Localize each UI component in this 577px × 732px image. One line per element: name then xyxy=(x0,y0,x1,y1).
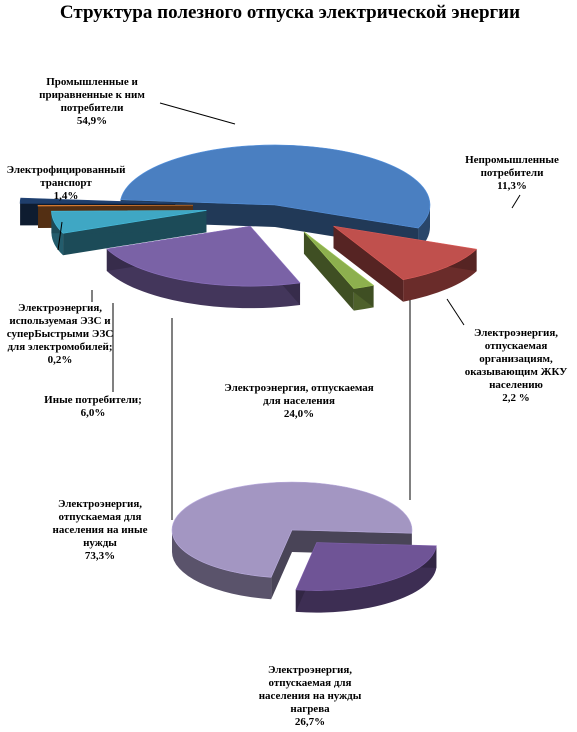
label-housing-text: Электроэнергия, отпускаемая организациям… xyxy=(464,327,568,391)
label-population-text: Электроэнергия, отпускаемая для населени… xyxy=(224,382,374,407)
leader-housing xyxy=(446,298,465,326)
top-pie-slice-0-wall xyxy=(418,205,430,251)
top-pie-slice-3 xyxy=(106,225,301,287)
top-pie-slice-4 xyxy=(51,210,207,234)
label-nonindustrial: Непромышленные потребители 11,3% xyxy=(462,154,562,193)
label-transport: Электрофицированный транспорт 1,4% xyxy=(2,164,130,203)
top-pie-slice-5 xyxy=(37,204,194,207)
label-ev-charging-value: 0,2% xyxy=(47,354,73,366)
top-pie-slice-6 xyxy=(19,197,176,204)
label-transport-text: Электрофицированный транспорт xyxy=(6,164,126,189)
top-pie-slice-1 xyxy=(333,225,478,281)
label-heating-value: 26,7% xyxy=(294,716,326,728)
label-population-value: 24,0% xyxy=(283,408,315,420)
label-transport-value: 1,4% xyxy=(53,190,79,202)
leader-industrial xyxy=(159,102,236,125)
label-heating-text: Электроэнергия, отпускаемая для населени… xyxy=(258,664,362,715)
label-industrial-text: Промышленные и приравненные к ним потреб… xyxy=(39,76,145,114)
label-other-needs-text: Электроэнергия, отпускаемая для населени… xyxy=(52,498,148,549)
top-pie-group xyxy=(19,144,478,311)
label-other-needs: Электроэнергия, отпускаемая для населени… xyxy=(36,498,164,563)
label-housing-value: 2,2 % xyxy=(502,392,530,404)
label-ev-charging: Электроэнергия, используемая ЭЗС и супер… xyxy=(4,302,116,367)
chart-title: Структура полезного отпуска электрическо… xyxy=(59,2,521,23)
leader-nonindustrial xyxy=(511,194,521,209)
label-housing: Электроэнергия, отпускаемая организациям… xyxy=(455,327,577,405)
bottom-pie-slice-1 xyxy=(295,542,437,591)
label-other-text: Иные потребители; xyxy=(44,394,142,406)
top-pie-slice-2 xyxy=(303,231,375,289)
label-industrial-value: 54,9% xyxy=(76,115,108,127)
top-pie-slice-2-side xyxy=(303,231,354,311)
bottom-pie-slice-1-wall xyxy=(295,545,437,613)
label-other: Иные потребители; 6,0% xyxy=(18,394,168,420)
label-industrial: Промышленные и приравненные к ним потреб… xyxy=(18,76,166,128)
label-nonindustrial-value: 11,3% xyxy=(497,180,527,192)
label-heating: Электроэнергия, отпускаемая для населени… xyxy=(246,664,374,729)
top-pie-slice-0 xyxy=(120,144,431,229)
bottom-pie-slice-0-side xyxy=(271,530,292,600)
label-nonindustrial-text: Непромышленные потребители xyxy=(465,154,559,179)
label-other-needs-value: 73,3% xyxy=(84,550,116,562)
leader-transport xyxy=(57,221,63,251)
label-ev-charging-text: Электроэнергия, используемая ЭЗС и супер… xyxy=(6,302,114,353)
top-pie-slice-1-side xyxy=(333,226,404,302)
label-other-value: 6,0% xyxy=(80,407,106,419)
top-pie-slice-3-wall xyxy=(106,248,301,309)
label-population: Электроэнергия, отпускаемая для населени… xyxy=(224,382,374,421)
bottom-pie-slice-0-wall xyxy=(172,530,272,600)
bottom-pie-group xyxy=(171,481,437,613)
bottom-pie-slice-0 xyxy=(171,481,413,578)
